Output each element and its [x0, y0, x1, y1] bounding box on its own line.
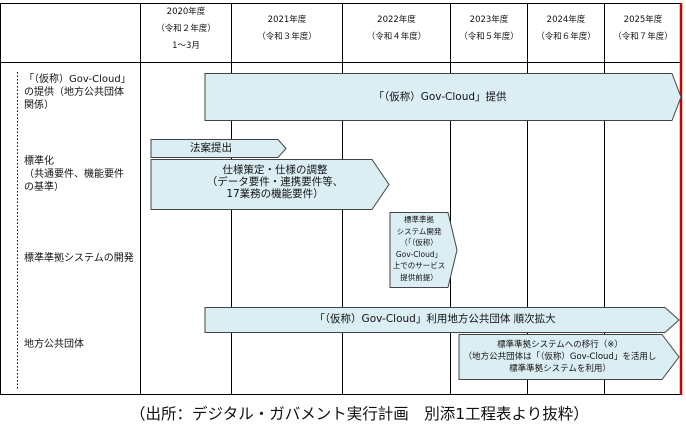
source-caption: （出所：デジタル・ガバメント実行計画 別添1工程表より抜粋）: [130, 405, 589, 423]
row-label-local-government: 地方公共団体: [24, 338, 84, 351]
row-label-line: 地方公共団体: [24, 339, 84, 350]
row-label-line: 標準準拠システムの開発: [24, 253, 134, 264]
development-line: 標準準拠: [404, 215, 434, 224]
local-government-usage-arrow: [204, 307, 680, 333]
development-arrow: [389, 212, 458, 288]
development-line: 上でのサービス: [392, 261, 446, 270]
specification-line: 仕様策定・仕様の調整: [222, 164, 328, 176]
era-label: （令和３年度）: [257, 32, 317, 42]
year-header-2021: 2021年度 （令和３年度）: [232, 14, 342, 44]
year-header-2024: 2024年度 （令和６年度）: [528, 14, 604, 44]
year-header-2020: 2020年度 （令和２年度） 1〜3月: [141, 6, 231, 53]
year-label: 2022年度: [377, 15, 416, 25]
row-label-line: 「（仮称）Gov-Cloud」: [24, 74, 131, 85]
period-note: 1〜3月: [172, 41, 200, 51]
era-label: （令和７年度）: [613, 32, 673, 42]
bill-submission-arrow: [150, 139, 287, 158]
development-line: Gov-Cloud」: [395, 249, 443, 259]
row-label-gov-cloud: 「（仮称）Gov-Cloud」 の提供（地方公共団体 関係）: [24, 73, 131, 112]
specification-line: 17業務の機能要件）: [226, 188, 324, 200]
era-label: （令和２年度）: [156, 24, 216, 34]
development-line: （「（仮称）: [400, 238, 438, 247]
migration-label: 標準準拠システムへの移行（※） （地方公共団体は「（仮称）Gov-Cloud」を…: [455, 339, 665, 375]
development-label: 標準準拠 システム開発 （「（仮称） Gov-Cloud」 上でのサービス 提供…: [387, 214, 451, 283]
row-label-line: （共通要件、機能要件: [24, 169, 124, 180]
year-header-2025: 2025年度 （令和７年度）: [605, 14, 681, 44]
specification-line: （データ要件・連携要件等、: [206, 176, 344, 188]
development-line: システム開発: [396, 226, 442, 236]
row-label-line: の提供（地方公共団体: [24, 87, 124, 98]
bill-submission-label: 法案提出: [190, 142, 232, 154]
migration-line: （地方公共団体は「（仮称）Gov-Cloud」を活用し: [463, 352, 657, 362]
migration-line: 標準準拠システムへの移行（※）: [497, 340, 623, 350]
development-line: 提供前提）: [400, 272, 438, 282]
migration-line: 標準準拠システムを利用）: [509, 364, 611, 374]
era-label: （令和６年度）: [536, 32, 596, 42]
year-header-2022: 2022年度 （令和４年度）: [343, 14, 450, 44]
row-label-line: 関係）: [24, 100, 54, 111]
year-label: 2021年度: [267, 15, 307, 25]
year-label: 2023年度: [469, 15, 509, 25]
local-government-usage-label: 「（仮称）Gov-Cloud」利用地方公共団体 順次拡大: [314, 313, 556, 325]
row-label-line: 標準化: [24, 156, 54, 167]
era-label: （令和４年度）: [366, 32, 427, 42]
specification-arrow: [150, 159, 390, 210]
year-header-2023: 2023年度 （令和５年度）: [451, 14, 527, 44]
year-label: 2025年度: [623, 15, 663, 25]
year-label: 2020年度: [166, 7, 206, 17]
gov-cloud-provision-label: 「（仮称）Gov-Cloud」提供: [373, 91, 507, 103]
year-label: 2024年度: [546, 15, 586, 25]
era-label: （令和５年度）: [459, 32, 519, 42]
row-label-standardization: 標準化 （共通要件、機能要件 の基準）: [24, 155, 124, 194]
migration-arrow: [458, 334, 680, 380]
specification-label: 仕様策定・仕様の調整 （データ要件・連携要件等、 17業務の機能要件）: [180, 164, 370, 200]
row-label-line: の基準）: [24, 182, 64, 193]
row-label-development: 標準準拠システムの開発: [24, 252, 134, 265]
gov-cloud-provision-arrow: [204, 73, 682, 121]
